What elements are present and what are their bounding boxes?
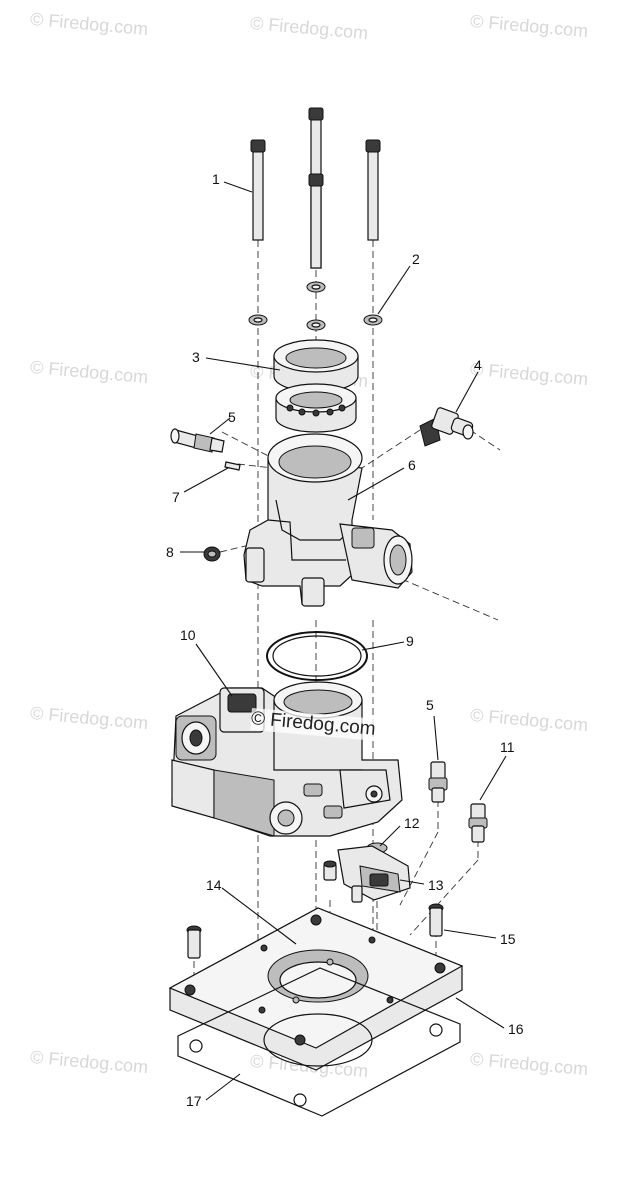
hex-nut — [203, 546, 221, 562]
callout-3: 3 — [192, 349, 200, 365]
callout-14: 14 — [206, 877, 222, 893]
base-gasket — [177, 967, 461, 1117]
fitting-11 — [468, 803, 488, 843]
leader-lines — [180, 181, 507, 1101]
gasket-ring — [266, 631, 368, 681]
callout-7: 7 — [172, 489, 180, 505]
nipple-fitting-upper — [170, 428, 225, 453]
long-bolts — [250, 107, 381, 269]
map-sensor — [323, 845, 411, 903]
callout-12: 12 — [404, 815, 420, 831]
spacer-ring — [273, 339, 359, 433]
callout-11: 11 — [500, 739, 515, 755]
mounting-bolts — [186, 903, 444, 959]
callout-15: 15 — [500, 931, 516, 947]
washers — [248, 281, 383, 331]
callout-4: 4 — [474, 357, 482, 373]
callout-16: 16 — [508, 1021, 524, 1037]
callout-8: 8 — [166, 544, 174, 560]
throttle-body — [171, 681, 403, 837]
callout-6: 6 — [408, 457, 416, 473]
callout-13: 13 — [428, 877, 444, 893]
callout-2: 2 — [412, 251, 420, 267]
callout-10: 10 — [180, 627, 196, 643]
callout-5-lower: 5 — [426, 697, 434, 713]
callout-17: 17 — [186, 1093, 202, 1109]
adapter-housing — [243, 433, 413, 607]
callout-1: 1 — [212, 171, 220, 187]
callout-9: 9 — [406, 633, 414, 649]
nipple-fitting-lower — [428, 761, 448, 803]
adapter-plate — [168, 907, 464, 1071]
elbow-fitting — [419, 407, 474, 447]
callout-5-upper: 5 — [228, 409, 236, 425]
dowel-pin — [224, 461, 241, 471]
